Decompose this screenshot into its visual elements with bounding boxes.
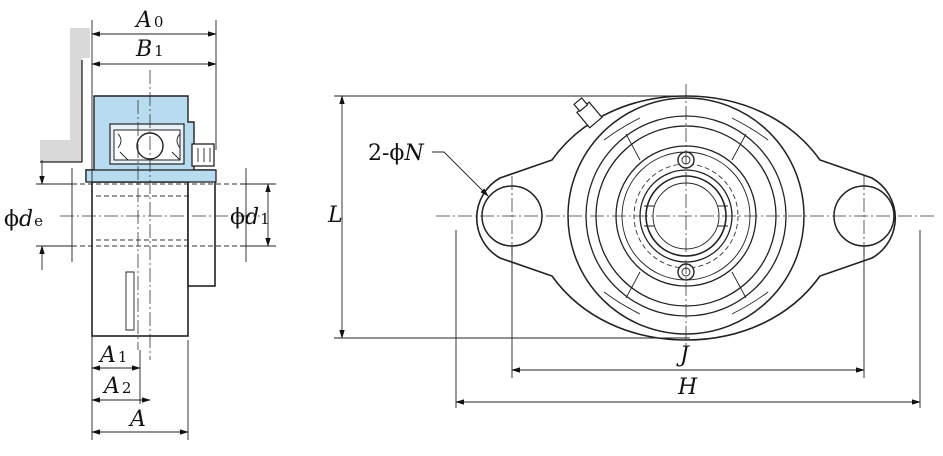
dim-A: A: [128, 407, 146, 432]
dim-H: H: [677, 375, 698, 400]
mounting-wall: [40, 28, 90, 162]
front-view: L J H 2-ϕN: [327, 84, 936, 408]
set-screw: [191, 143, 215, 167]
housing-lower: [91, 181, 189, 337]
dim-d1: ϕd1: [230, 205, 270, 230]
dim-L: L: [327, 203, 343, 228]
dim-de: ϕde: [4, 207, 43, 232]
flange-side: [187, 179, 216, 287]
dim-J: J: [676, 343, 690, 368]
dim-N: 2-ϕN: [368, 141, 424, 166]
grease-nipple: [573, 97, 603, 129]
